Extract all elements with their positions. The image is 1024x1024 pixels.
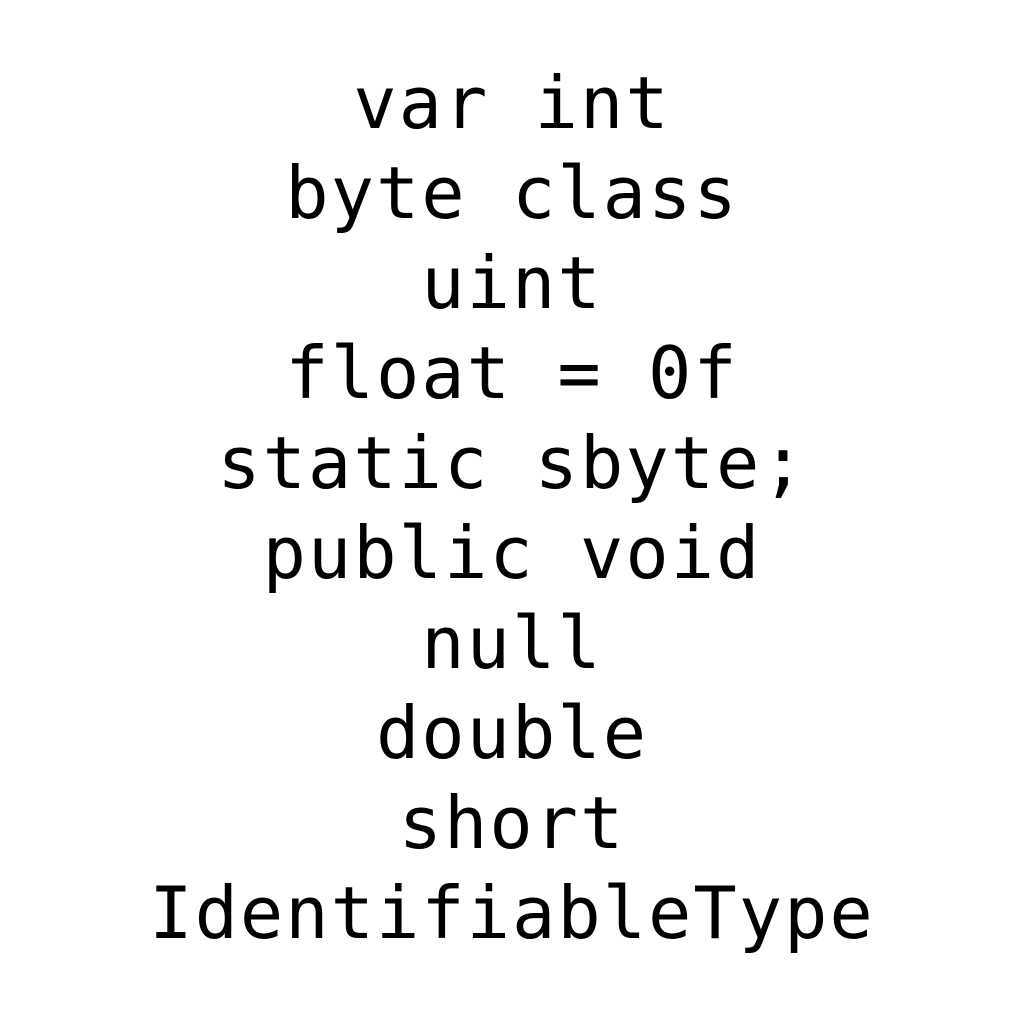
text-line: double: [375, 691, 649, 775]
text-line: byte class: [285, 151, 739, 235]
text-line: short: [398, 781, 626, 865]
text-line: static sbyte;: [217, 421, 807, 505]
word-stack: var int byte class uint float = 0f stati…: [0, 58, 1024, 958]
text-line: null: [421, 601, 603, 685]
text-line: public void: [262, 511, 762, 595]
text-line: IdentifiableType: [149, 871, 875, 955]
text-line: var int: [353, 61, 671, 145]
text-line: float = 0f: [285, 331, 739, 415]
text-line: uint: [421, 241, 603, 325]
